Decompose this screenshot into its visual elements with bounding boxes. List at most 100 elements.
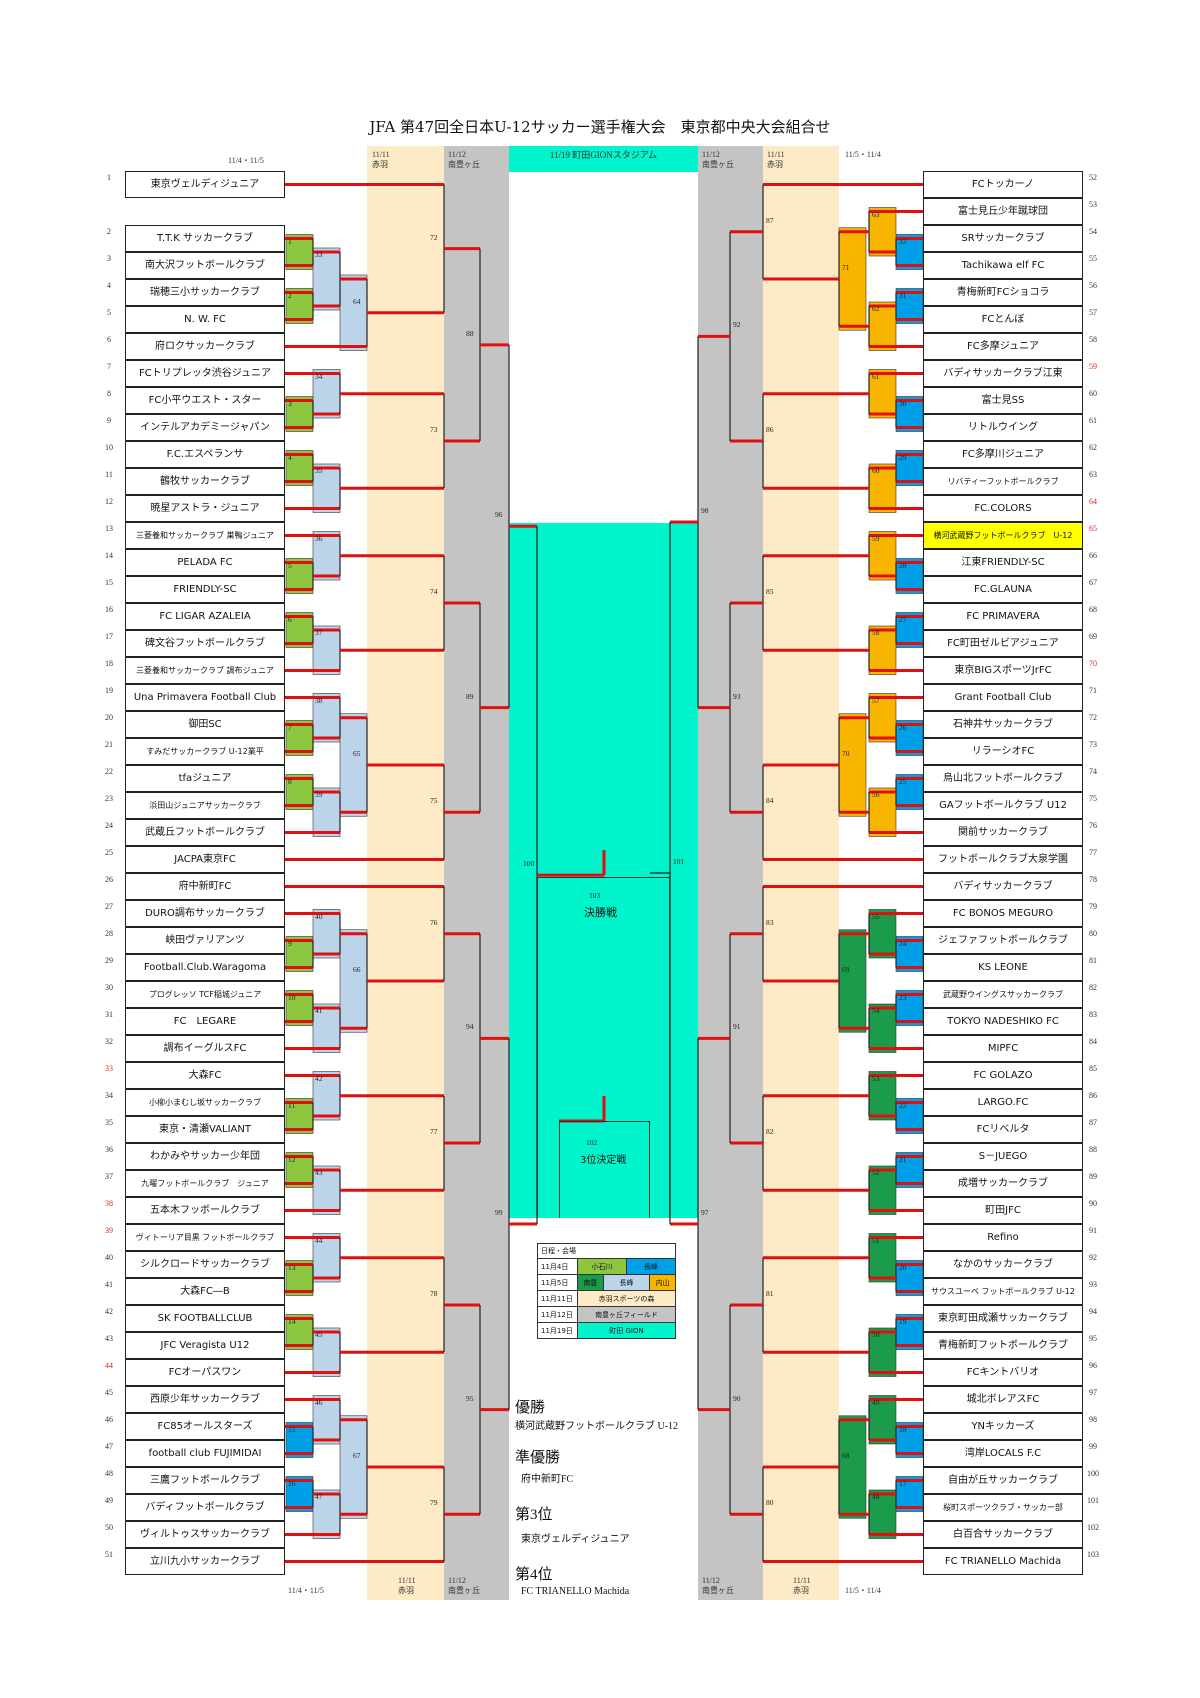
team-box: 府中新町FC xyxy=(125,873,285,900)
team-box: Una Primavera Football Club xyxy=(125,684,285,711)
team-box: 三菱養和サッカークラブ 調布ジュニア xyxy=(125,657,285,684)
venue-block xyxy=(339,274,368,351)
venue-block xyxy=(838,227,867,331)
team-number: 31 xyxy=(105,1010,113,1019)
match-number: 76 xyxy=(430,917,438,927)
venue-block xyxy=(868,1395,897,1445)
team-box: FC町田ゼルビアジュニア xyxy=(923,630,1083,657)
match-number: 11 xyxy=(288,1100,296,1110)
final-match-number: 103 xyxy=(589,891,601,900)
legend-venue: 内山 xyxy=(650,1275,675,1290)
match-number: 91 xyxy=(733,1022,741,1032)
footer-right-dates: 11/5・11/4 xyxy=(845,1586,881,1595)
team-number: 70 xyxy=(1089,659,1097,668)
team-box: FC多摩川ジュニア xyxy=(923,441,1083,468)
match-number: 69 xyxy=(842,965,850,974)
team-number: 38 xyxy=(105,1199,113,1208)
team-number: 68 xyxy=(1089,605,1097,614)
match-number: 34 xyxy=(315,371,323,381)
team-number: 48 xyxy=(105,1469,113,1478)
match-number: 90 xyxy=(733,1393,741,1403)
venue-block xyxy=(868,1489,897,1539)
team-box: 城北ボレアスFC xyxy=(923,1386,1083,1413)
team-box: 桜町スポーツクラブ・サッカー部 xyxy=(923,1494,1083,1521)
team-number: 20 xyxy=(105,713,113,722)
team-box: Tachikawa elf FC xyxy=(923,252,1083,279)
team-box: インテルアカデミージャパン xyxy=(125,414,285,441)
team-box: プログレッソ TCF稲城ジュニア xyxy=(125,981,285,1008)
match-number: 39 xyxy=(315,790,323,799)
team-number: 93 xyxy=(1089,1280,1097,1289)
team-box: 横河武蔵野フットボールクラブ U-12 xyxy=(923,522,1083,549)
match-number: 51 xyxy=(872,1235,880,1245)
match-number: 56 xyxy=(872,790,880,799)
match-number: 35 xyxy=(315,466,323,475)
final-header-band xyxy=(509,146,698,172)
team-number: 35 xyxy=(105,1118,113,1127)
venue-block xyxy=(868,531,897,581)
match-number: 54 xyxy=(872,1006,880,1015)
team-number: 87 xyxy=(1089,1118,1097,1127)
legend-date: 11月19日 xyxy=(538,1323,578,1338)
r4-venue: 赤羽 xyxy=(793,1586,809,1595)
team-box: 鶴牧サッカークラブ xyxy=(125,468,285,495)
team-box: 関前サッカークラブ xyxy=(923,819,1083,846)
match-number: 99 xyxy=(495,1208,503,1217)
match-number: 88 xyxy=(466,328,474,338)
round5-column-left xyxy=(444,146,509,1600)
team-number: 15 xyxy=(105,578,113,587)
team-box: バディサッカークラブ xyxy=(923,873,1083,900)
team-box: FC多摩ジュニア xyxy=(923,333,1083,360)
team-box: わかみやサッカー少年団 xyxy=(125,1143,285,1170)
team-box: DURO調布サッカークラブ xyxy=(125,900,285,927)
r5-date: 11/12 xyxy=(448,150,466,159)
team-number: 16 xyxy=(105,605,113,614)
team-number: 18 xyxy=(105,659,113,668)
team-box: 町田JFC xyxy=(923,1197,1083,1224)
venue-block xyxy=(895,234,924,270)
header-right-dates: 11/5・11/4 xyxy=(845,150,881,159)
team-number: 39 xyxy=(105,1226,113,1235)
r5-venue: 南豊ヶ丘 xyxy=(448,160,480,169)
venue-block xyxy=(868,693,897,743)
venue-block xyxy=(312,1395,341,1445)
team-number: 64 xyxy=(1089,497,1097,506)
team-box: FCとんぼ xyxy=(923,306,1083,333)
team-number: 86 xyxy=(1089,1091,1097,1100)
venue-block xyxy=(895,1314,924,1350)
team-number: 36 xyxy=(105,1145,113,1154)
venue-block xyxy=(895,612,924,648)
team-number: 74 xyxy=(1089,767,1097,776)
r4-date: 11/11 xyxy=(372,150,390,159)
venue-block xyxy=(312,1233,341,1283)
match-number: 32 xyxy=(899,236,907,246)
legend-venue: 南豊ヶ丘フィールド xyxy=(578,1307,675,1322)
team-box: 小柳小まむし坂サッカークラブ xyxy=(125,1089,285,1116)
team-number: 44 xyxy=(105,1361,113,1370)
match-number: 65 xyxy=(353,749,361,758)
match-number: 28 xyxy=(899,560,907,570)
match-number: 22 xyxy=(899,1100,907,1110)
header-final: 11/19 町田GIONスタジアム xyxy=(549,150,658,160)
team-number: 98 xyxy=(1089,1415,1097,1424)
venue-block xyxy=(285,1098,314,1134)
team-number: 24 xyxy=(105,821,113,830)
team-box: 碑文谷フットボールクラブ xyxy=(125,630,285,657)
team-number: 25 xyxy=(105,848,113,857)
team-number: 8 xyxy=(107,389,111,398)
result-team: 東京ヴェルディジュニア xyxy=(521,1534,630,1545)
venue-block xyxy=(868,301,897,351)
team-box: バディフットボールクラブ xyxy=(125,1494,285,1521)
match-number: 12 xyxy=(288,1154,296,1164)
team-number: 55 xyxy=(1089,254,1097,263)
match-number: 75 xyxy=(430,796,438,806)
team-box: FCオーパスワン xyxy=(125,1359,285,1386)
venue-block xyxy=(838,1415,867,1519)
team-number: 66 xyxy=(1089,551,1097,560)
match-number: 96 xyxy=(495,510,503,520)
match-number: 29 xyxy=(899,452,907,462)
team-box: FCリベルタ xyxy=(923,1116,1083,1143)
match-number: 94 xyxy=(466,1022,474,1032)
team-box: Grant Football Club xyxy=(923,684,1083,711)
